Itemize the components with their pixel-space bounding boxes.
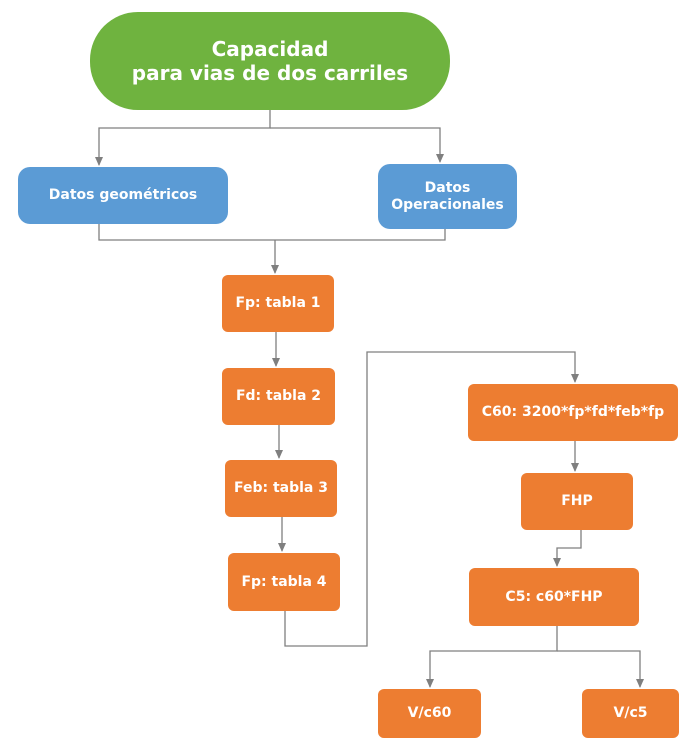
connector-fp4-to-c60 [284,351,579,647]
c60-formula-node: C60: 3200*fp*fd*feb*fp [468,384,678,441]
fp-table4-node: Fp: tabla 4 [228,553,340,611]
connector-c5-to-outputs [426,626,558,688]
connector-geometric-merge [98,224,446,241]
connector-title-to-operational [270,127,444,163]
c5-formula-node: C5: c60*FHP [469,568,639,626]
v-c5-node: V/c5 [582,689,679,738]
fd-table2-node: Fd: tabla 2 [222,368,335,425]
connector-title-to-inputs [95,110,271,166]
operational-data-node: Datos Operacionales [378,164,517,229]
fhp-node: FHP [521,473,633,530]
connector-fhp-to-c5 [553,530,582,567]
connector-c5-to-vc5 [557,650,644,688]
title-node: Capacidad para vias de dos carriles [90,12,450,110]
feb-table3-node: Feb: tabla 3 [225,460,337,517]
geometric-data-node: Datos geométricos [18,167,228,224]
fp-table1-node: Fp: tabla 1 [222,275,334,332]
v-c60-node: V/c60 [378,689,481,738]
